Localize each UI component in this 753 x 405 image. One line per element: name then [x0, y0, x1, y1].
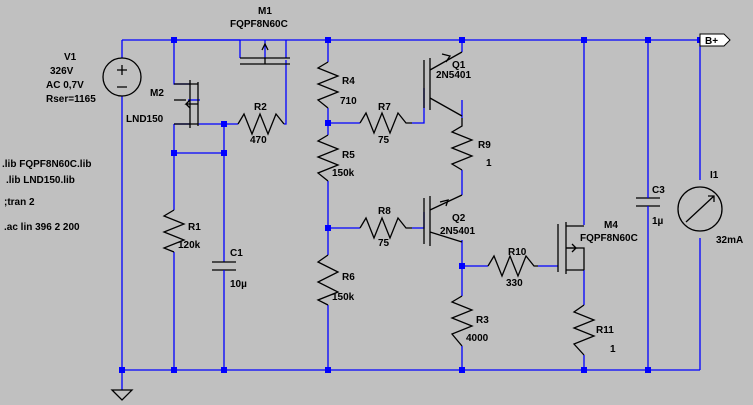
r6-name-label: R6: [342, 272, 355, 283]
m4-name-label: M4: [604, 220, 618, 231]
c1-name-label: C1: [230, 248, 243, 259]
current-source-i1[interactable]: [677, 186, 723, 232]
directive-lib-lnd[interactable]: .lib LND150.lib: [6, 175, 75, 186]
directive-ac[interactable]: .ac lin 396 2 200: [4, 222, 80, 233]
mosfet-m1[interactable]: [240, 42, 290, 65]
c3-name-label: C3: [652, 185, 665, 196]
r11-name-label: R11: [596, 325, 614, 336]
r9-value-label: 1: [486, 158, 492, 169]
resistor-r1[interactable]: [162, 209, 186, 253]
resistor-r7[interactable]: [359, 111, 412, 135]
transistor-q1[interactable]: [423, 51, 463, 117]
r2-value-label: 470: [250, 135, 267, 146]
v1-ac-label: AC 0,7V: [46, 80, 84, 91]
net-label-text: B+: [705, 36, 718, 47]
r1-value-label: 120k: [178, 240, 201, 251]
v1-name-label: V1: [64, 52, 77, 63]
mosfet-m4[interactable]: [557, 222, 585, 274]
resistor-r6[interactable]: [316, 254, 340, 306]
mosfet-m2[interactable]: [174, 80, 199, 128]
resistor-r9[interactable]: [450, 118, 474, 171]
voltage-source-v1[interactable]: [102, 57, 142, 97]
c1-value-label: 10µ: [230, 279, 247, 290]
r6-value-label: 150k: [332, 292, 355, 303]
r2-name-label: R2: [254, 102, 267, 113]
capacitor-c3[interactable]: [636, 180, 660, 224]
r5-name-label: R5: [342, 150, 355, 161]
m1-name-label: M1: [258, 6, 272, 17]
r10-name-label: R10: [508, 247, 527, 258]
m1-model-label: FQPF8N60C: [230, 19, 288, 30]
r11-value-label: 1: [610, 344, 616, 355]
r9-name-label: R9: [478, 140, 491, 151]
transistor-q2[interactable]: [423, 194, 463, 246]
q1-model-label: 2N5401: [436, 70, 471, 81]
v1-value-label: 326V: [50, 66, 74, 77]
r5-value-label: 150k: [332, 168, 355, 179]
resistor-r2[interactable]: [237, 112, 285, 136]
net-label-bplus[interactable]: B+: [699, 33, 731, 47]
m2-model-label: LND150: [126, 114, 164, 125]
r8-name-label: R8: [378, 206, 391, 217]
r4-name-label: R4: [342, 76, 355, 87]
ground-symbol: [110, 389, 134, 401]
junction-dots: [119, 37, 703, 373]
r7-value-label: 75: [378, 135, 390, 146]
i1-name-label: I1: [710, 170, 719, 181]
resistor-r4[interactable]: [316, 61, 340, 109]
m2-name-label: M2: [150, 88, 164, 99]
q1-name-label: Q1: [452, 60, 466, 71]
c3-value-label: 1µ: [652, 216, 664, 227]
r4-value-label: 710: [340, 96, 357, 107]
r3-value-label: 4000: [466, 333, 489, 344]
r10-value-label: 330: [506, 278, 523, 289]
q2-name-label: Q2: [452, 213, 466, 224]
resistor-r5[interactable]: [316, 134, 340, 182]
resistor-r10[interactable]: [487, 254, 538, 278]
r7-name-label: R7: [378, 102, 391, 113]
r8-value-label: 75: [378, 238, 390, 249]
i1-value-label: 32mA: [716, 235, 743, 246]
m4-model-label: FQPF8N60C: [580, 233, 638, 244]
wires: [121, 39, 701, 390]
directive-tran[interactable]: ;tran 2: [4, 197, 35, 208]
resistor-r8[interactable]: [359, 216, 412, 240]
resistor-r11[interactable]: [572, 304, 596, 356]
r3-name-label: R3: [476, 315, 489, 326]
directive-lib-fqpf[interactable]: .lib FQPF8N60C.lib: [2, 159, 91, 170]
v1-rser-label: Rser=1165: [46, 94, 96, 105]
r1-name-label: R1: [188, 222, 201, 233]
capacitor-c1[interactable]: [212, 261, 236, 282]
resistor-r3[interactable]: [450, 295, 474, 347]
q2-model-label: 2N5401: [440, 226, 475, 237]
